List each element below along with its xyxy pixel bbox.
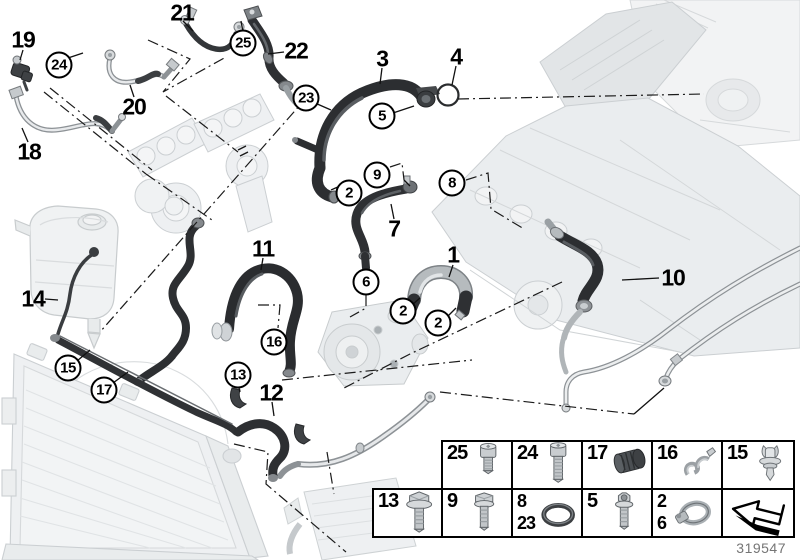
socket-screw-short-icon — [467, 442, 511, 488]
callout-circled-6[interactable]: 6 — [352, 268, 380, 296]
legend-cell-number: 16 — [657, 442, 678, 464]
callout-circled-15[interactable]: 15 — [54, 354, 82, 382]
callout-circled-24[interactable]: 24 — [45, 51, 73, 79]
hose-clamp-icon — [666, 490, 721, 536]
legend-cell-direction-arrow[interactable] — [721, 488, 795, 538]
legend-cell-25[interactable]: 25 — [441, 440, 513, 490]
callout-circled-8[interactable]: 8 — [438, 169, 466, 197]
legend-cell-number: 9 — [447, 490, 458, 512]
coolant-pipes — [8, 5, 800, 479]
callout-1[interactable]: 1 — [447, 241, 460, 268]
callout-19[interactable]: 19 — [11, 26, 35, 53]
legend-cell-13[interactable]: 13 — [372, 488, 443, 538]
socket-screw-long-icon — [537, 442, 581, 488]
figure-part-number: 319547 — [736, 540, 786, 556]
callout-12[interactable]: 12 — [259, 379, 283, 406]
callout-circled-2[interactable]: 2 — [424, 309, 452, 337]
radiator-illustration — [1, 343, 269, 560]
callout-3[interactable]: 3 — [376, 45, 389, 72]
legend-cell-number: 17 — [587, 442, 608, 464]
legend-cell-number: 25 — [447, 442, 468, 464]
callout-7[interactable]: 7 — [388, 215, 401, 242]
legend-cell-number: 5 — [587, 490, 598, 512]
callout-circled-9[interactable]: 9 — [363, 161, 391, 189]
callout-11[interactable]: 11 — [252, 235, 275, 262]
expansion-tank-illustration — [14, 205, 119, 350]
callout-circled-2[interactable]: 2 — [335, 179, 363, 207]
callout-4[interactable]: 4 — [450, 43, 463, 70]
legend-cell-17[interactable]: 17 — [581, 440, 653, 490]
callout-21[interactable]: 21 — [170, 0, 194, 26]
legend-cell-5[interactable]: 5 — [581, 488, 653, 538]
legend-cell-9[interactable]: 9 — [441, 488, 513, 538]
callout-circled-23[interactable]: 23 — [292, 84, 320, 112]
callout-18[interactable]: 18 — [17, 138, 41, 165]
torx-screw-icon — [597, 490, 651, 536]
callout-circled-2[interactable]: 2 — [389, 297, 417, 325]
direction-arrow-icon — [723, 490, 793, 536]
tick-marks — [237, 145, 249, 157]
hex-bolt-icon — [457, 490, 511, 536]
callout-22[interactable]: 22 — [284, 37, 308, 64]
callout-circled-13[interactable]: 13 — [224, 361, 252, 389]
flange-bolt-icon — [398, 490, 441, 536]
o-ring-icon — [535, 490, 581, 536]
callout-20[interactable]: 20 — [122, 93, 146, 120]
leader-lines — [19, 20, 665, 417]
dash-dot-lines — [43, 39, 705, 553]
legend-cell-24[interactable]: 24 — [511, 440, 583, 490]
legend-cell-number: 13 — [378, 490, 399, 512]
callout-circled-17[interactable]: 17 — [90, 376, 118, 404]
callout-circled-16[interactable]: 16 — [260, 328, 288, 356]
rubber-hoses — [50, 79, 604, 482]
holder-clamp-icon — [677, 442, 721, 488]
callout-circled-25[interactable]: 25 — [229, 29, 257, 57]
expanding-rivet-icon — [747, 442, 793, 488]
cap-plug-icon — [607, 442, 651, 488]
legend-cell-15[interactable]: 15 — [721, 440, 795, 490]
callout-circled-5[interactable]: 5 — [368, 102, 396, 130]
legend-cell-number: 15 — [727, 442, 748, 464]
legend-cell-number: 24 — [517, 442, 538, 464]
callout-14[interactable]: 14 — [21, 285, 45, 312]
legend-cell-16[interactable]: 16 — [651, 440, 723, 490]
callout-10[interactable]: 10 — [661, 264, 685, 291]
